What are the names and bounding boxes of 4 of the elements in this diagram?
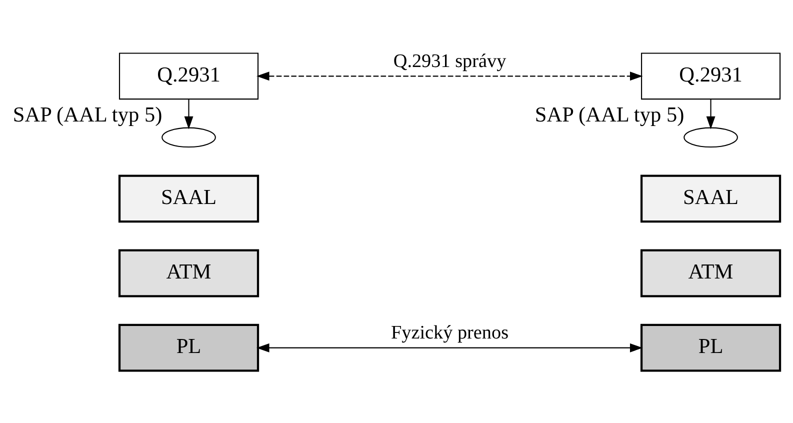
node-label: SAP (AAL typ 5) <box>12 102 162 126</box>
edge-label: Fyzický prenos <box>390 322 509 344</box>
edge-label: Q.2931 správy <box>393 50 506 72</box>
node-label: SAP (AAL typ 5) <box>534 102 684 126</box>
